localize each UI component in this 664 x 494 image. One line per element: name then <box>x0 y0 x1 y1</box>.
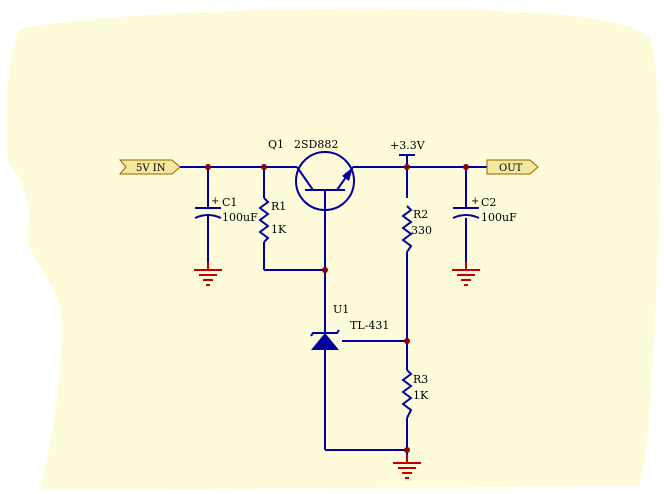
wires <box>180 155 487 462</box>
q1-value: 2SD882 <box>294 138 338 151</box>
r3-ref: R3 <box>413 373 428 386</box>
resistor-r3: R3 1K <box>401 369 429 419</box>
transistor-q1: Q1 2SD882 <box>268 138 355 211</box>
output-port-label: OUT <box>499 163 523 174</box>
junction-reference <box>404 338 410 344</box>
r2-value: 330 <box>411 224 432 237</box>
ground-symbol-c2 <box>452 262 480 286</box>
capacitor-c1: + C1 100uF <box>194 196 258 224</box>
r3-value: 1K <box>413 389 429 402</box>
rail-marker: +3.3V <box>390 139 426 156</box>
regulator-u1: U1 TL-431 <box>310 303 389 350</box>
c1-value: 100uF <box>222 211 258 224</box>
r1-ref: R1 <box>271 200 286 213</box>
junction-r1 <box>261 164 267 170</box>
resistor-r2: R2 330 <box>401 205 432 253</box>
c2-ref: C2 <box>481 196 496 209</box>
c1-ref: C1 <box>222 196 237 209</box>
c2-value: 100uF <box>481 211 517 224</box>
rail-label: +3.3V <box>390 139 426 152</box>
q1-ref: Q1 <box>268 138 284 151</box>
junction-c2 <box>463 164 469 170</box>
r1-value: 1K <box>271 223 287 236</box>
junction-base <box>322 267 328 273</box>
c2-polarity: + <box>471 196 479 207</box>
u1-ref: U1 <box>333 303 349 316</box>
input-port-label: 5V IN <box>136 163 166 174</box>
resistor-r1: R1 1K <box>258 197 287 243</box>
junction-bottom <box>404 447 410 453</box>
r2-ref: R2 <box>413 208 428 221</box>
junctions <box>205 164 469 453</box>
u1-value: TL-431 <box>350 319 389 332</box>
ground-symbol-main <box>393 455 421 479</box>
ground-symbol-c1 <box>194 262 222 286</box>
capacitor-c2: + C2 100uF <box>452 196 517 224</box>
paper-background <box>6 8 660 491</box>
c1-polarity: + <box>211 196 219 207</box>
junction-c1 <box>205 164 211 170</box>
junction-rail <box>404 164 410 170</box>
output-port: OUT <box>486 159 539 175</box>
input-port: 5V IN <box>118 159 181 175</box>
